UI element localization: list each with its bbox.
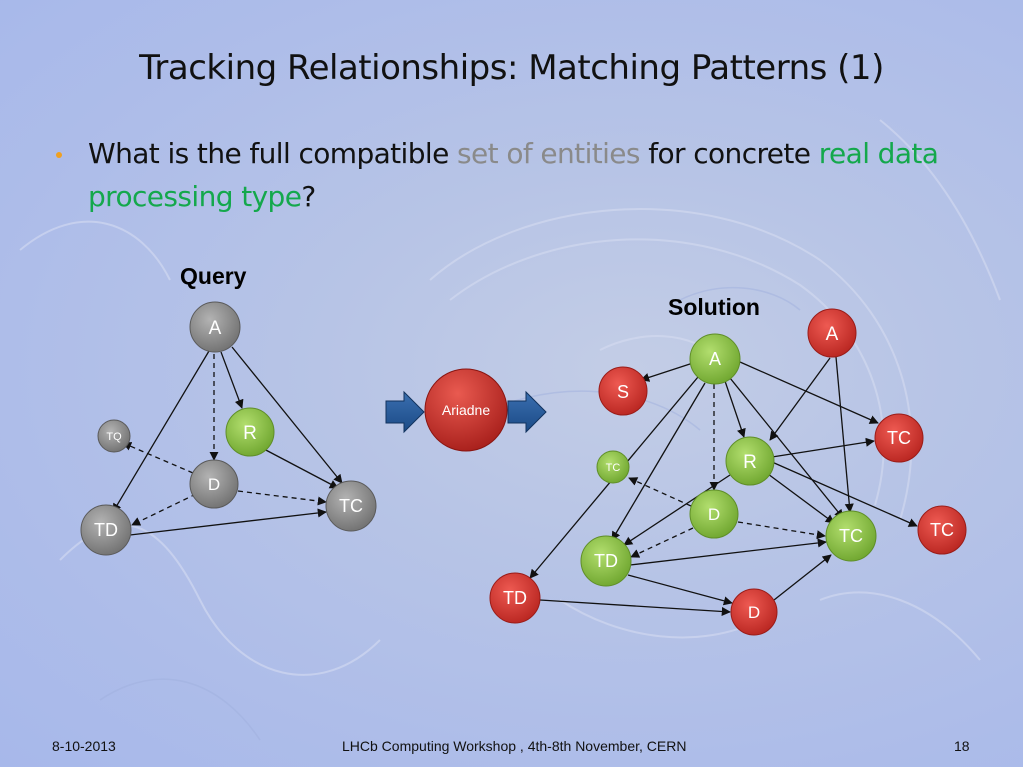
query-node-d-label: D [208,475,220,494]
footer-date: 8-10-2013 [52,738,116,754]
solution-edge-r-tc [768,474,834,523]
query-node-tq-label: TQ [106,431,122,443]
query-edge-a-r [221,352,242,408]
solution-edge-td-tc [630,542,826,565]
solution-edge-a-s [641,363,693,380]
solution-node-tc: TC [826,511,876,561]
query-edge-td-tc [130,512,326,535]
query-node-td-label: TD [94,520,118,540]
solution-node-a-red-label: A [826,324,839,345]
solution-edge-d-tc [738,522,825,536]
solution-node-d: D [690,490,738,538]
solution-node-tc-red-1-label: TC [887,428,911,448]
solution-node-a-red: A [808,309,856,357]
query-node-a-label: A [209,318,222,339]
solution-node-r-label: R [743,452,757,473]
query-edge-d-td [132,494,196,525]
solution-node-td-red-label: TD [503,588,527,608]
solution-node-td-red: TD [490,573,540,623]
arrow-right-icon [508,392,546,432]
query-edge-d-tc [238,491,326,502]
solution-edge-ared-r [770,358,830,440]
footer-page-number: 18 [954,738,970,754]
solution-edge-d-tc-tag [629,478,691,506]
solution-edge-a-tcred [740,362,878,423]
solution-edge-a-r [725,381,744,437]
solution-node-tc-tag-label: TC [606,462,621,474]
solution-edge-tdred-dred [540,600,730,612]
query-node-tc-label: TC [339,496,363,516]
solution-node-d-red: D [731,589,777,635]
query-edge-r-tc [262,448,338,488]
query-node-r-label: R [243,423,257,444]
solution-node-tc-red-2-label: TC [930,520,954,540]
query-node-td: TD [81,505,131,555]
solution-node-a: A [690,334,740,384]
footer-event: LHCb Computing Workshop , 4th-8th Novemb… [342,738,686,754]
solution-node-tc-label: TC [839,526,863,546]
solution-node-d-label: D [708,505,720,524]
solution-node-td: TD [581,536,631,586]
query-node-tc: TC [326,481,376,531]
arrow-right-icon [386,392,424,432]
solution-edge-ared-tc [836,357,850,512]
solution-node-s-label: S [617,382,629,402]
query-node-d: D [190,460,238,508]
query-node-tq: TQ [98,420,130,452]
query-edge-d-tq [123,443,193,473]
solution-node-r: R [726,437,774,485]
query-node-r: R [226,408,274,456]
solution-edge-d-td [631,528,693,557]
solution-node-tc-tag: TC [597,451,629,483]
solution-node-a-label: A [709,349,721,369]
solution-node-td-label: TD [594,551,618,571]
solution-node-tc-red-1: TC [875,414,923,462]
solution-edge-td-dred [628,575,732,603]
solution-node-s: S [599,367,647,415]
solution-edge-dred-tc [774,555,831,600]
query-node-a: A [190,302,240,352]
solution-node-tc-red-2: TC [918,506,966,554]
ariadne-node: Ariadne [425,369,507,451]
solution-node-d-red-label: D [748,603,760,622]
ariadne-label: Ariadne [442,402,490,418]
